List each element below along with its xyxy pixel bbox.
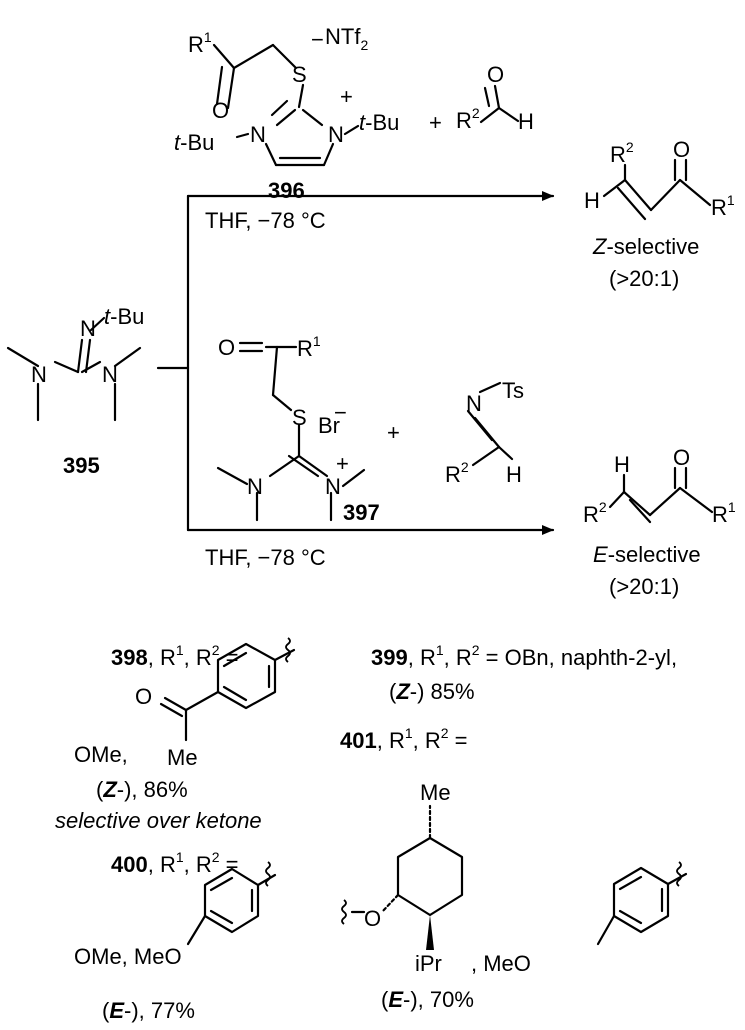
z-product-structure	[602, 158, 712, 221]
example-398-methyl: Me	[167, 745, 198, 770]
nitrogen-right-396: N	[328, 122, 344, 147]
sulfur-atom-397: S	[292, 405, 307, 430]
reagent-397-n-right: N	[325, 474, 341, 499]
e-product-structure	[608, 466, 714, 524]
aldehyde-structure	[479, 84, 520, 124]
compound-396-label: 396	[268, 178, 305, 203]
aldehyde-r2-label: R2	[456, 105, 480, 133]
guanidine-tbu: t-Bu	[104, 304, 144, 329]
e-product-r2: R2	[583, 499, 607, 527]
plus-sign-top: +	[429, 110, 442, 135]
minus-charge-396: −	[311, 27, 324, 52]
ntf2-anion-396: NTf2	[325, 24, 368, 53]
e-product-oxygen: O	[673, 445, 690, 470]
sulfur-atom-396: S	[292, 62, 307, 87]
example-399-label: 399, R1, R2 = OBn, naphth-2-yl,	[371, 642, 677, 670]
imine-structure	[466, 381, 514, 467]
example-401-menthyl-structure	[341, 804, 464, 950]
guanidine-n-left: N	[31, 362, 47, 387]
z-selective-label: Z-selective	[592, 234, 699, 259]
bromide-anion: Br	[318, 413, 340, 438]
condition-top: THF, −78 °C	[205, 208, 326, 233]
minus-charge-397: −	[334, 400, 347, 425]
guanidine-imine-n: N	[80, 316, 96, 341]
example-398-oxygen: O	[135, 684, 152, 709]
z-product-h: H	[584, 188, 600, 213]
carbonyl-oxygen-396: O	[212, 98, 229, 123]
tbu-left-396: t-Bu	[174, 130, 214, 155]
example-401-yield: (E-), 70%	[381, 987, 474, 1012]
compound-395-label: 395	[63, 453, 100, 478]
tbu-right-396: t-Bu	[359, 110, 399, 135]
imine-nitrogen: N	[466, 391, 482, 416]
example-400-structure	[186, 861, 277, 946]
example-400-label: 400, R1, R2 =	[111, 849, 239, 877]
z-product-r2: R2	[610, 139, 634, 167]
example-398-note: selective over ketone	[55, 808, 262, 833]
example-401-separator: , MeO	[471, 951, 531, 976]
condition-bottom: THF, −78 °C	[205, 545, 326, 570]
example-401-ipr: iPr	[415, 951, 442, 976]
guanidine-395-structure	[6, 316, 142, 422]
r1-label-396: R1	[188, 29, 212, 57]
reagent-396-structure	[212, 43, 360, 167]
example-398-structure	[159, 637, 296, 742]
plus-charge-397: +	[336, 451, 349, 476]
aldehyde-oxygen: O	[487, 62, 504, 87]
example-401-anisyl-structure	[596, 861, 688, 946]
example-398-label: 398, R1, R2 =	[111, 642, 239, 670]
plus-sign-bottom: +	[387, 420, 400, 445]
z-product-oxygen: O	[673, 137, 690, 162]
nitrogen-left-396: N	[250, 122, 266, 147]
r1-label-397: R1	[297, 333, 321, 361]
example-401-oxygen: O	[364, 906, 381, 931]
e-product-h: H	[614, 452, 630, 477]
example-401-methyl: Me	[420, 780, 451, 805]
example-399-yield: (Z-) 85%	[389, 679, 475, 704]
z-product-r1: R1	[711, 192, 735, 220]
e-selectivity-ratio: (>20:1)	[609, 574, 679, 599]
aldehyde-h-label: H	[518, 109, 534, 134]
example-398-yield: (Z-), 86%	[96, 777, 188, 802]
example-401-label: 401, R1, R2 =	[340, 725, 468, 753]
example-398-r1-value: OMe,	[74, 742, 128, 767]
compound-397-label: 397	[343, 500, 380, 525]
imine-h: H	[506, 462, 522, 487]
guanidine-n-right: N	[102, 362, 118, 387]
e-selective-label: E-selective	[593, 542, 701, 567]
example-400-yield: (E-), 77%	[102, 998, 195, 1023]
reaction-arrows	[156, 191, 555, 535]
plus-charge-396: +	[340, 84, 353, 109]
reagent-397-oxygen: O	[218, 335, 235, 360]
imine-r2: R2	[445, 459, 469, 487]
reagent-397-n-left: N	[247, 474, 263, 499]
z-selectivity-ratio: (>20:1)	[609, 266, 679, 291]
example-400-r-values: OMe, MeO	[74, 944, 182, 969]
reagent-397-structure	[216, 341, 366, 522]
e-product-r1: R1	[712, 499, 736, 527]
imine-ts: Ts	[502, 378, 524, 403]
